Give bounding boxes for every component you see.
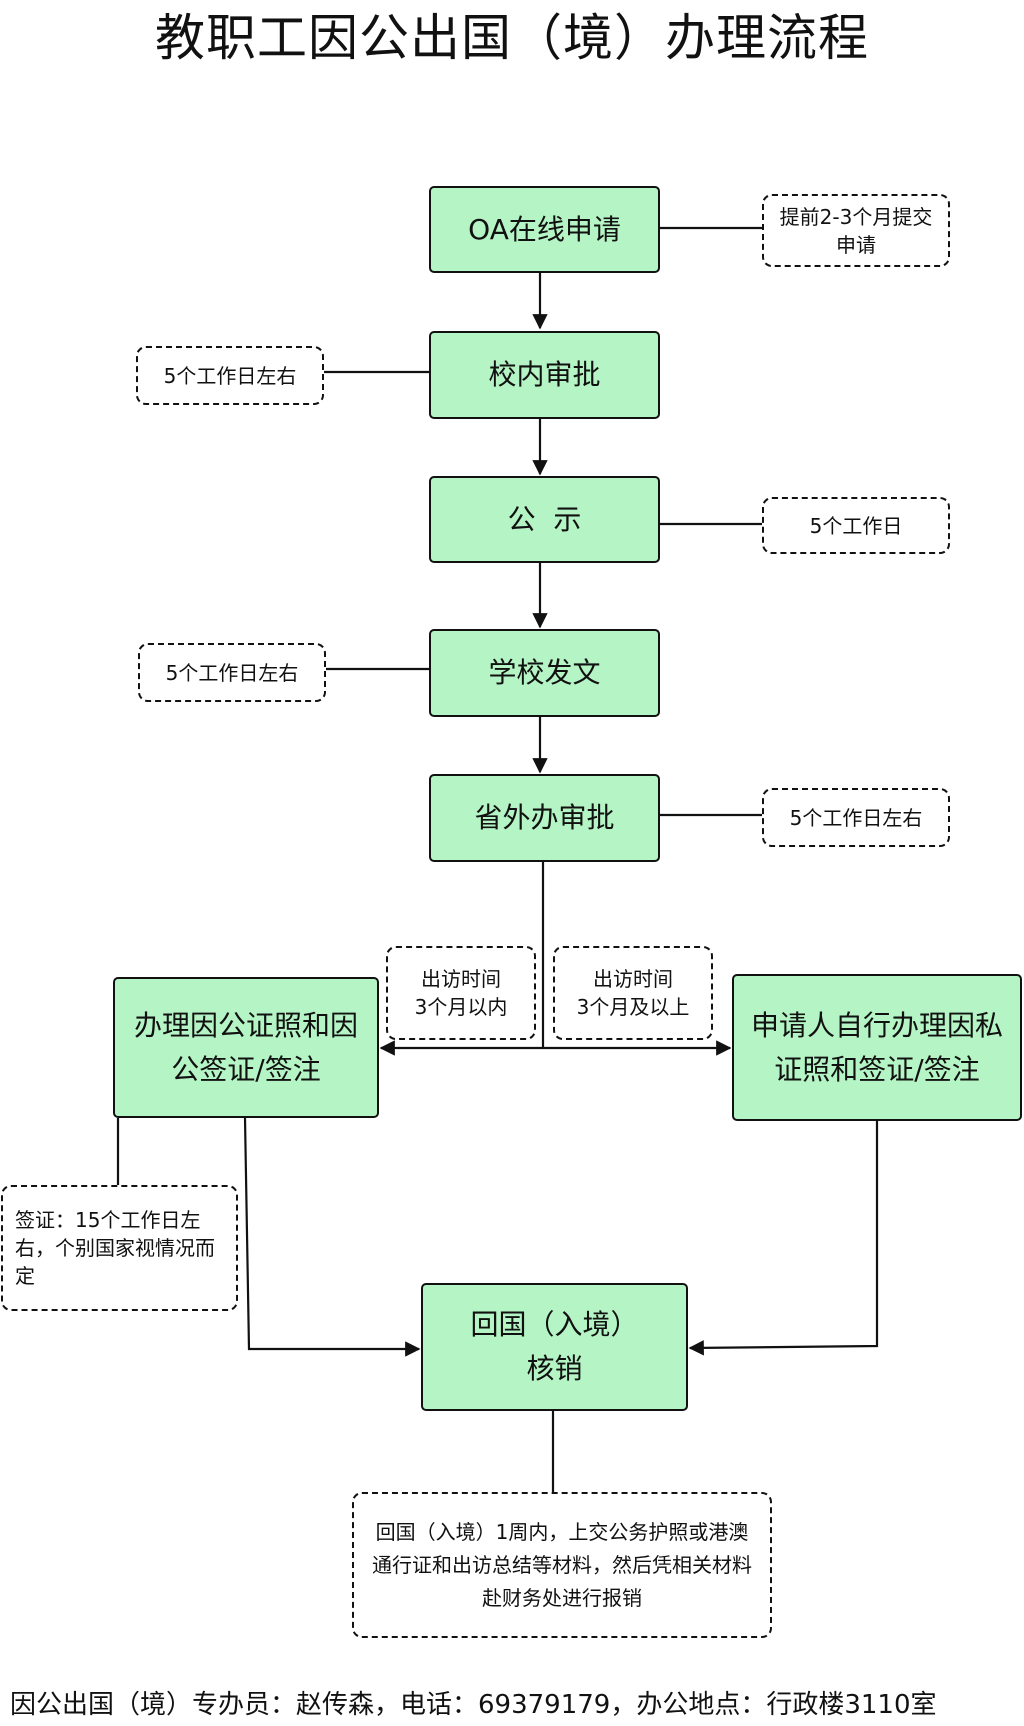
page-title: 教职工因公出国（境）办理流程 <box>155 9 869 67</box>
note-oa-apply: 提前2-3个月提交申请 <box>762 194 950 267</box>
step-return-verify: 回国（入境）核销 <box>421 1283 688 1411</box>
note-return-materials: 回国（入境）1周内，上交公务护照或港澳通行证和出访总结等材料，然后凭相关材料赴财… <box>352 1492 772 1638</box>
step-publicity-label: 公 示 <box>507 502 582 536</box>
note-over-3-months: 出访时间 3个月及以上 <box>553 946 713 1040</box>
step-public-passport: 办理因公证照和因公签证/签注 <box>113 977 379 1118</box>
arrow-private-to-return <box>688 1121 879 1356</box>
note-publicity: 5个工作日 <box>762 497 950 554</box>
arrow-public-to-return <box>243 1117 421 1357</box>
note-visa-time: 签证：15个工作日左右，个别国家视情况而定 <box>1 1185 238 1311</box>
note-provincial-approval: 5个工作日左右 <box>762 788 950 847</box>
note-school-document: 5个工作日左右 <box>138 643 326 702</box>
note-within-3-months: 出访时间 3个月以内 <box>386 946 536 1040</box>
step-oa-apply: OA在线申请 <box>429 186 660 273</box>
step-school-document: 学校发文 <box>429 629 660 717</box>
step-provincial-approval: 省外办审批 <box>429 774 660 862</box>
note-campus-approval: 5个工作日左右 <box>136 346 324 405</box>
step-campus-approval: 校内审批 <box>429 331 660 419</box>
step-private-passport: 申请人自行办理因私证照和签证/签注 <box>732 974 1022 1121</box>
step-publicity: 公 示 <box>429 476 660 563</box>
contact-footer: 因公出国（境）专办员：赵传森，电话：69379179，办公地点：行政楼3110室 <box>10 1690 937 1720</box>
